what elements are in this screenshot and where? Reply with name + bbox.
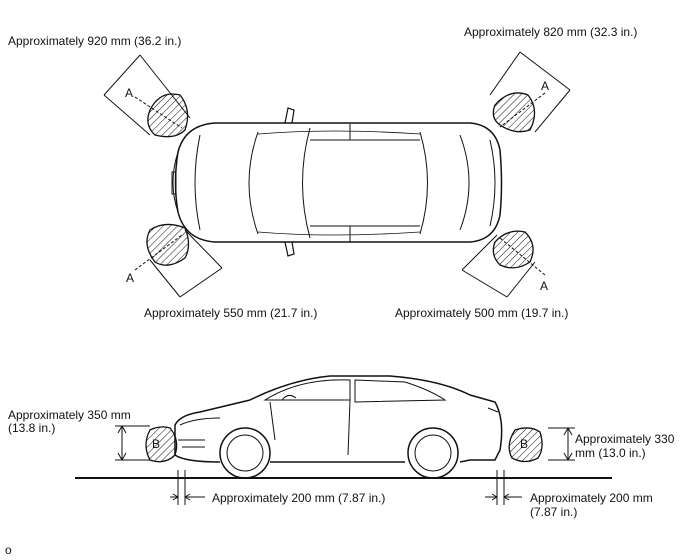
zone-marker-a-front-left: A (125, 86, 134, 100)
sensor-zone-front-side (145, 426, 178, 463)
sensor-zone-front-left (134, 93, 189, 138)
sensor-zone-rear-side (508, 427, 543, 463)
label-rear-right-distance: Approximately 500 mm (19.7 in.) (395, 306, 569, 320)
zone-marker-b-front: B (152, 437, 161, 451)
label-rear-height-line2: mm (13.0 in.) (575, 446, 646, 460)
car-top-view (171, 107, 503, 257)
sensor-zone-rear-right (492, 230, 546, 276)
label-rear-left-distance: Approximately 550 mm (21.7 in.) (144, 306, 318, 320)
wheel-front (219, 427, 271, 479)
zone-marker-a-front-right: A (541, 79, 550, 93)
label-rear-offset-line2: (7.87 in.) (530, 505, 578, 519)
zone-marker-b-rear: B (520, 437, 529, 451)
label-rear-offset-line1: Approximately 200 mm (530, 491, 653, 505)
zone-marker-a-rear-left: A (126, 271, 135, 285)
label-front-offset: Approximately 200 mm (7.87 in.) (212, 491, 386, 505)
sensor-zone-front-right (492, 92, 546, 133)
footer-code: o (5, 543, 12, 557)
sensor-zone-rear-left (134, 223, 190, 271)
dimension-lines-side (115, 425, 575, 505)
dimension-lines-top (103, 51, 571, 298)
label-front-height-line2: (13.8 in.) (8, 421, 56, 435)
wheel-rear (407, 427, 459, 479)
zone-marker-a-rear-right: A (540, 279, 549, 293)
label-rear-height-line1: Approximately 330 (575, 432, 675, 446)
label-front-left-distance: Approximately 920 mm (36.2 in.) (8, 34, 182, 48)
car-side-view (174, 375, 503, 463)
label-front-height-line1: Approximately 350 mm (8, 408, 131, 422)
label-front-right-distance: Approximately 820 mm (32.3 in.) (464, 25, 638, 39)
